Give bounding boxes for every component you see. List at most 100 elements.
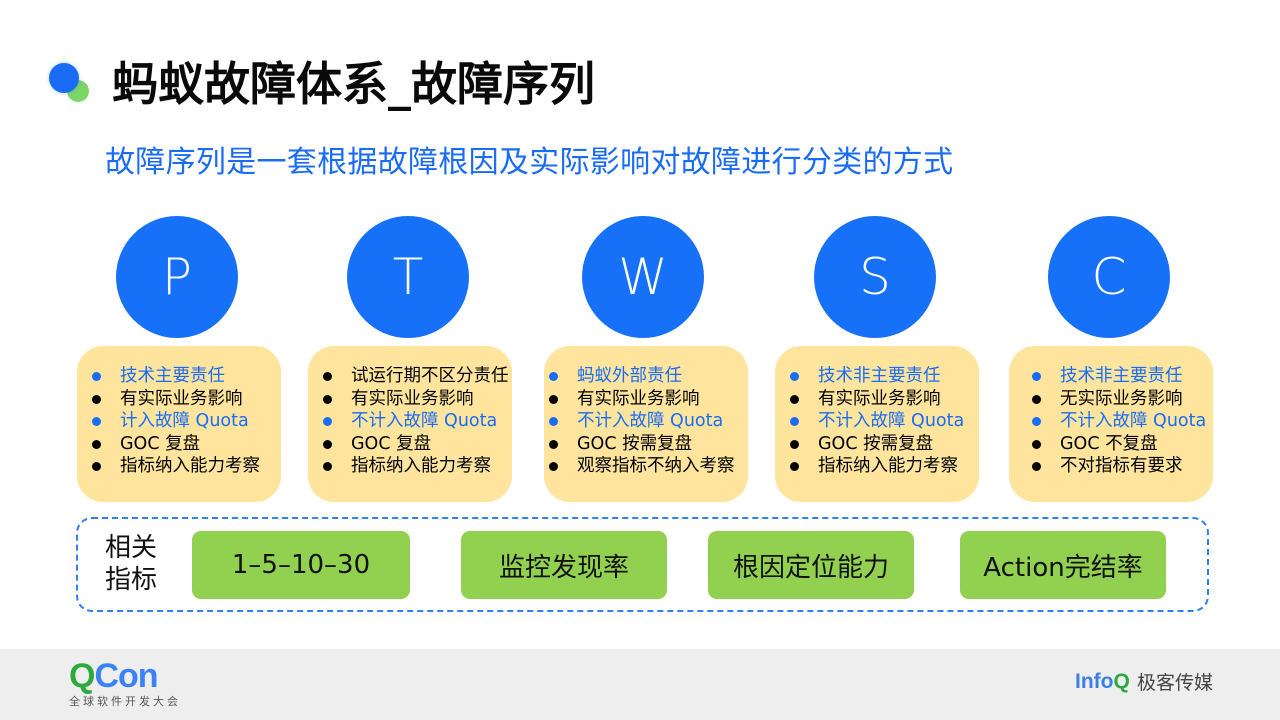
category-circle-t: T bbox=[347, 216, 469, 338]
category-list: 蚂蚁外部责任 有实际业务影响 不计入故障 Quota GOC 按需复盘 观察指标… bbox=[544, 365, 748, 478]
list-item-text: 无实际业务影响 bbox=[1060, 388, 1183, 409]
list-item: 无实际业务影响 bbox=[1009, 388, 1213, 411]
related-metrics-container bbox=[76, 517, 1209, 612]
bullet-icon bbox=[790, 462, 799, 471]
list-item: 技术非主要责任 bbox=[775, 365, 979, 388]
list-item: 指标纳入能力考察 bbox=[775, 455, 979, 478]
bullet-icon bbox=[790, 439, 799, 449]
infoq-logo-q: Q bbox=[1113, 670, 1130, 693]
list-item: 指标纳入能力考察 bbox=[308, 455, 512, 478]
list-item: 计入故障 Quota bbox=[77, 410, 281, 433]
page-title: 蚂蚁故障体系_故障序列 bbox=[112, 57, 595, 111]
list-item: GOC 按需复盘 bbox=[544, 433, 748, 456]
list-item: 不对指标有要求 bbox=[1009, 455, 1213, 478]
metric-pill-1-5-10-30: 1–5–10–30 bbox=[192, 531, 410, 599]
list-item: 有实际业务影响 bbox=[775, 388, 979, 411]
bullet-icon bbox=[92, 394, 101, 404]
list-item-text: 技术非主要责任 bbox=[1060, 366, 1183, 386]
list-item: 有实际业务影响 bbox=[77, 388, 281, 411]
bullet-icon bbox=[1032, 394, 1041, 404]
list-item: 试运行期不区分责任 bbox=[308, 365, 512, 388]
bullet-icon bbox=[1032, 439, 1041, 449]
list-item: 技术主要责任 bbox=[77, 365, 281, 388]
list-item-text: GOC 按需复盘 bbox=[818, 433, 934, 454]
category-card-s: 技术非主要责任 有实际业务影响 不计入故障 Quota GOC 按需复盘 指标纳… bbox=[775, 346, 979, 502]
list-item: 观察指标不纳入考察 bbox=[544, 455, 748, 478]
list-item: 蚂蚁外部责任 bbox=[544, 365, 748, 388]
qcon-logo-q: Q bbox=[69, 657, 95, 695]
bullet-icon bbox=[549, 394, 558, 404]
bullet-icon bbox=[1032, 372, 1041, 381]
list-item-text: 技术非主要责任 bbox=[818, 366, 941, 386]
bullet-icon bbox=[790, 394, 799, 404]
list-item: 不计入故障 Quota bbox=[544, 410, 748, 433]
list-item: 有实际业务影响 bbox=[544, 388, 748, 411]
list-item-text: GOC 复盘 bbox=[120, 433, 201, 454]
bullet-icon bbox=[323, 394, 332, 404]
metric-pill-action-completion-rate: Action完结率 bbox=[960, 531, 1166, 599]
list-item-text: 技术主要责任 bbox=[120, 366, 225, 386]
list-item-text: 指标纳入能力考察 bbox=[351, 456, 491, 476]
list-item-text: 指标纳入能力考察 bbox=[818, 456, 958, 476]
bullet-icon bbox=[790, 417, 799, 426]
category-list: 技术非主要责任 无实际业务影响 不计入故障 Quota GOC 不复盘 不对指标… bbox=[1009, 365, 1213, 478]
decorative-blue-dot-icon bbox=[49, 63, 79, 93]
list-item-text: GOC 复盘 bbox=[351, 433, 432, 454]
category-card-w: 蚂蚁外部责任 有实际业务影响 不计入故障 Quota GOC 按需复盘 观察指标… bbox=[544, 346, 748, 502]
infoq-logo: InfoQ bbox=[1075, 669, 1130, 695]
list-item-text: 有实际业务影响 bbox=[351, 388, 474, 409]
category-list: 技术非主要责任 有实际业务影响 不计入故障 Quota GOC 按需复盘 指标纳… bbox=[775, 365, 979, 478]
bullet-icon bbox=[92, 372, 101, 381]
category-card-c: 技术非主要责任 无实际业务影响 不计入故障 Quota GOC 不复盘 不对指标… bbox=[1009, 346, 1213, 502]
list-item-text: GOC 不复盘 bbox=[1060, 433, 1158, 454]
list-item-text: 不计入故障 Quota bbox=[577, 411, 724, 431]
bullet-icon bbox=[323, 417, 332, 426]
category-circle-s: S bbox=[814, 216, 936, 338]
list-item-text: 不计入故障 Quota bbox=[818, 411, 965, 431]
qcon-logo-con: Con bbox=[94, 657, 158, 695]
bullet-icon bbox=[92, 439, 101, 449]
list-item: GOC 复盘 bbox=[77, 433, 281, 456]
bullet-icon bbox=[323, 462, 332, 471]
bullet-icon bbox=[549, 417, 558, 426]
list-item-text: 蚂蚁外部责任 bbox=[577, 366, 682, 386]
list-item-text: 有实际业务影响 bbox=[818, 388, 941, 409]
bullet-icon bbox=[92, 417, 101, 426]
list-item: 不计入故障 Quota bbox=[1009, 410, 1213, 433]
list-item: 技术非主要责任 bbox=[1009, 365, 1213, 388]
metric-pill-root-cause-location: 根因定位能力 bbox=[708, 531, 914, 599]
bullet-icon bbox=[323, 372, 332, 381]
list-item: 有实际业务影响 bbox=[308, 388, 512, 411]
geekbang-media-label: 极客传媒 bbox=[1137, 672, 1214, 694]
bullet-icon bbox=[549, 372, 558, 381]
related-metrics-label: 相关 指标 bbox=[105, 532, 161, 596]
bullet-icon bbox=[549, 439, 558, 449]
list-item-text: 不计入故障 Quota bbox=[1060, 411, 1207, 431]
category-circle-c: C bbox=[1048, 216, 1170, 338]
list-item-text: GOC 按需复盘 bbox=[577, 433, 693, 454]
bullet-icon bbox=[790, 372, 799, 381]
list-item-text: 试运行期不区分责任 bbox=[351, 366, 509, 386]
bullet-icon bbox=[92, 462, 101, 471]
list-item: 不计入故障 Quota bbox=[775, 410, 979, 433]
infoq-logo-info: Info bbox=[1075, 670, 1114, 693]
category-circle-w: W bbox=[582, 216, 704, 338]
qcon-subtitle: 全球软件开发大会 bbox=[69, 695, 181, 708]
metric-pill-monitoring-discovery-rate: 监控发现率 bbox=[461, 531, 667, 599]
list-item: 不计入故障 Quota bbox=[308, 410, 512, 433]
list-item-text: 有实际业务影响 bbox=[577, 388, 700, 409]
list-item-text: 不对指标有要求 bbox=[1060, 456, 1183, 476]
related-metrics-label-line1: 相关 bbox=[105, 533, 158, 563]
bullet-icon bbox=[1032, 462, 1041, 471]
footer-bar bbox=[0, 649, 1280, 720]
list-item-text: 有实际业务影响 bbox=[120, 388, 243, 409]
bullet-icon bbox=[323, 439, 332, 449]
list-item: GOC 复盘 bbox=[308, 433, 512, 456]
category-list: 试运行期不区分责任 有实际业务影响 不计入故障 Quota GOC 复盘 指标纳… bbox=[308, 365, 512, 478]
list-item-text: 指标纳入能力考察 bbox=[120, 456, 260, 476]
list-item: GOC 不复盘 bbox=[1009, 433, 1213, 456]
category-circle-p: P bbox=[116, 216, 238, 338]
list-item-text: 观察指标不纳入考察 bbox=[577, 456, 735, 476]
list-item-text: 计入故障 Quota bbox=[120, 411, 249, 431]
category-list: 技术主要责任 有实际业务影响 计入故障 Quota GOC 复盘 指标纳入能力考… bbox=[77, 365, 281, 478]
